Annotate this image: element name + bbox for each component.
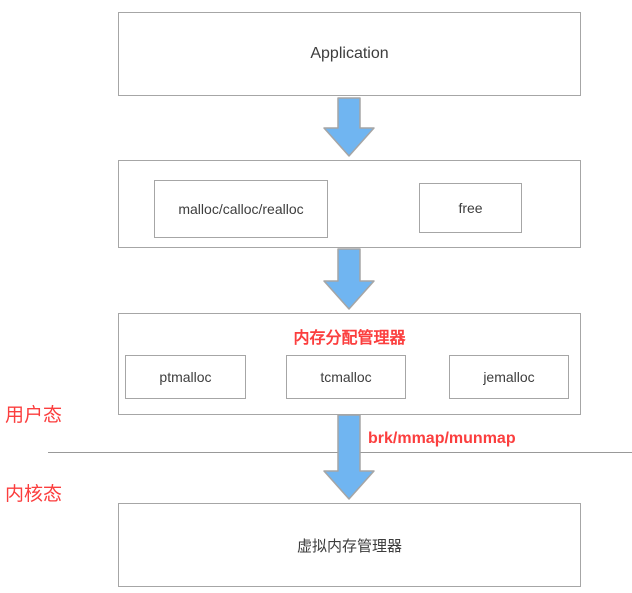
ptmalloc-label: ptmalloc: [159, 369, 212, 385]
application-box: Application: [118, 12, 581, 96]
tcmalloc-label: tcmalloc: [320, 369, 372, 385]
arrow-down-icon: [323, 414, 375, 500]
free-label: free: [458, 200, 483, 216]
application-label: Application: [310, 45, 389, 62]
jemalloc-box: jemalloc: [449, 355, 569, 399]
memory-allocator-title: 内存分配管理器: [293, 330, 406, 347]
jemalloc-label: jemalloc: [483, 369, 535, 385]
memory-allocator-box: 内存分配管理器 ptmalloc tcmalloc jemalloc: [118, 313, 581, 415]
syscall-label: brk/mmap/munmap: [368, 430, 516, 447]
ptmalloc-box: ptmalloc: [125, 355, 246, 399]
libc-functions-box: malloc/calloc/realloc free: [118, 160, 581, 248]
virtual-memory-manager-box: 虚拟内存管理器: [118, 503, 581, 587]
arrow-down-icon: [323, 248, 375, 310]
user-mode-label: 用户态: [5, 405, 63, 426]
tcmalloc-box: tcmalloc: [286, 355, 406, 399]
arrow-down-icon: [323, 97, 375, 157]
virtual-memory-manager-label: 虚拟内存管理器: [296, 537, 402, 555]
malloc-calloc-realloc-label: malloc/calloc/realloc: [178, 201, 304, 217]
kernel-mode-label: 内核态: [5, 484, 63, 505]
free-box: free: [419, 183, 522, 233]
malloc-calloc-realloc-box: malloc/calloc/realloc: [154, 180, 328, 238]
